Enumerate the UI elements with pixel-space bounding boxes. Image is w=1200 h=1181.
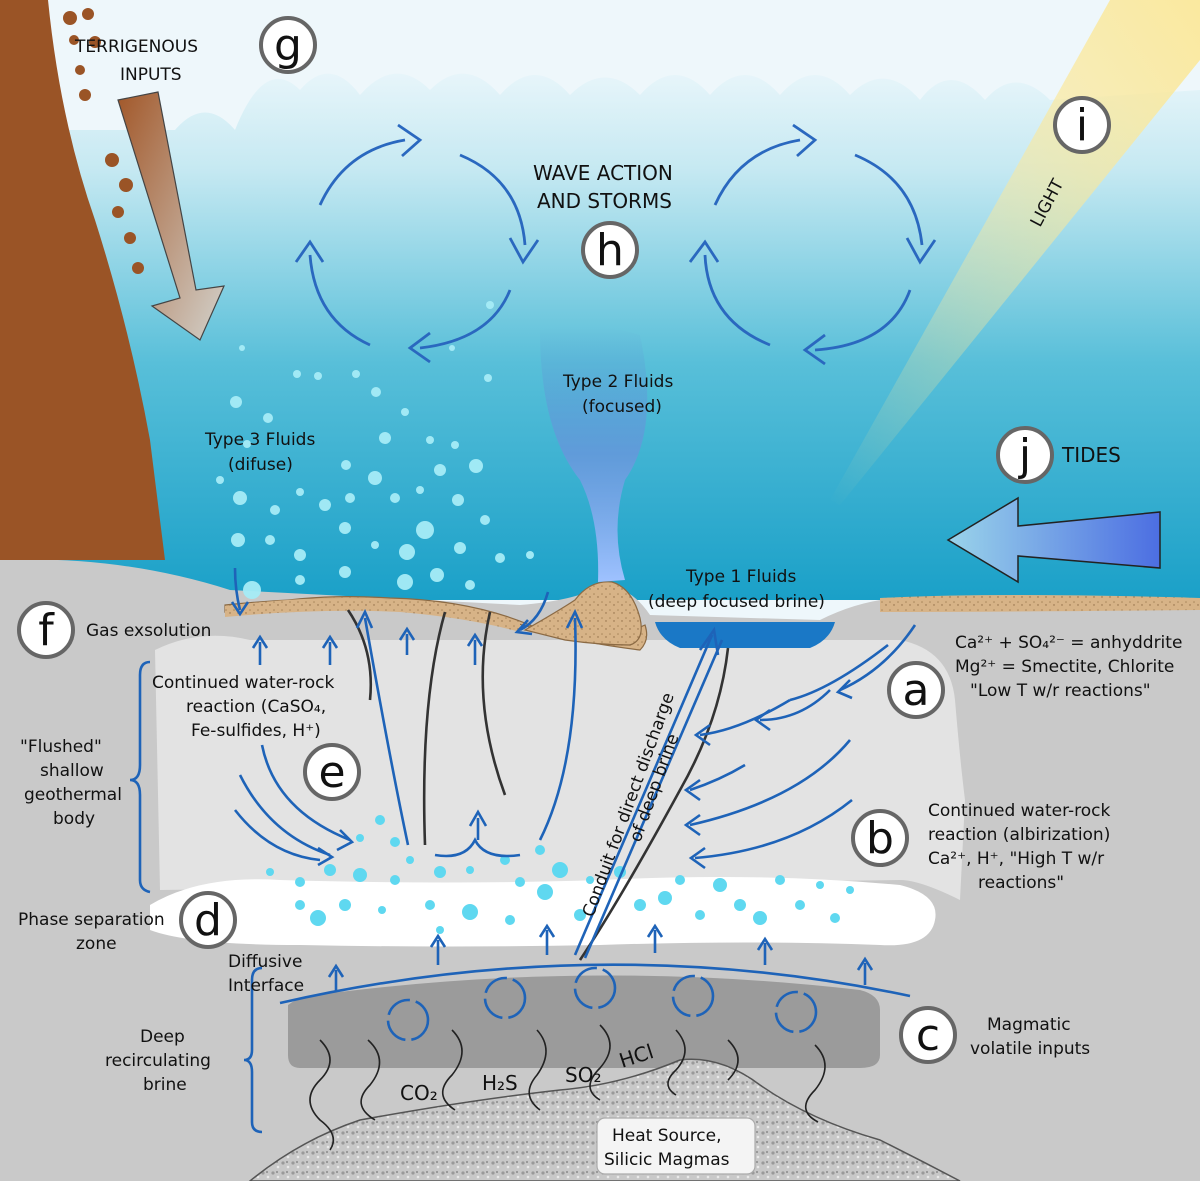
magmatic-label-1: Magmatic — [987, 1015, 1071, 1035]
heat-source-box — [596, 1117, 756, 1175]
diffusive-label-1: Diffusive — [228, 952, 302, 972]
volatile-wiggles — [309, 1024, 826, 1151]
badge-b: b — [851, 809, 909, 867]
sediment-layer-right — [880, 595, 1200, 612]
badge-e: e — [303, 743, 361, 801]
svg-text:i: i — [1076, 100, 1088, 151]
svg-text:j: j — [1018, 430, 1031, 481]
badge-h: h — [581, 221, 639, 279]
wave-cell-left — [294, 123, 540, 364]
magmatic-label-2: volatile inputs — [970, 1039, 1090, 1059]
flushed-label-4: body — [53, 809, 95, 829]
a-label-2: Mg²⁺ = Smectite, Chlorite — [955, 657, 1174, 677]
deep-label-3: brine — [143, 1075, 187, 1095]
terrigenous-label-1: TERRIGENOUS — [74, 37, 198, 57]
badge-j: j — [996, 426, 1054, 484]
a-label-1: Ca²⁺ + SO₄²⁻ = anhyddrite — [955, 633, 1182, 653]
wave-label-1: WAVE ACTION — [533, 161, 673, 185]
e-label-2: reaction (CaSO₄, — [186, 697, 326, 717]
brine-pool — [655, 622, 835, 648]
flushed-bracket — [129, 660, 151, 894]
h2s-label: H₂S — [482, 1071, 518, 1095]
flushed-zone — [155, 635, 965, 900]
svg-text:b: b — [866, 813, 894, 864]
deep-brine-band — [288, 975, 880, 1068]
terrigenous-arrow — [117, 91, 225, 341]
badge-d: d — [179, 891, 237, 949]
phase-label-2: zone — [76, 934, 117, 954]
svg-text:g: g — [274, 20, 302, 71]
terrigenous-label-2: INPUTS — [120, 65, 182, 85]
b-label-3: Ca²⁺, H⁺, "High T w/r — [928, 849, 1104, 869]
a-label-3: "Low T w/r reactions" — [970, 681, 1151, 701]
vent-mound — [523, 581, 642, 646]
deep-label-1: Deep — [140, 1027, 185, 1047]
type2-plume — [540, 326, 648, 582]
so2-label: SO₂ — [565, 1063, 601, 1087]
type3-label-1: Type 3 Fluids — [204, 430, 315, 450]
type3-label-2: (difuse) — [228, 455, 293, 475]
type1-label-1: Type 1 Fluids — [685, 567, 796, 587]
fracture-lines — [346, 609, 730, 961]
phase-separation-band — [150, 876, 936, 947]
b-label-2: reaction (albirization) — [928, 825, 1110, 845]
terrigenous-cliff — [0, 0, 165, 560]
subsurface-flow-arrows — [230, 567, 917, 1005]
badge-i: i — [1053, 96, 1111, 154]
svg-text:c: c — [916, 1010, 940, 1061]
type1-label-2: (deep focused brine) — [648, 592, 825, 612]
badge-g: g — [259, 16, 317, 74]
type2-label-1: Type 2 Fluids — [562, 372, 673, 392]
deep-label-2: recirculating — [105, 1051, 211, 1071]
co2-label: CO₂ — [400, 1081, 438, 1105]
gas-exsolution-label: Gas exsolution — [86, 621, 211, 641]
rock-fragments — [63, 8, 144, 274]
badge-f: f — [17, 601, 75, 659]
phase-bubbles — [266, 815, 854, 934]
b-label-4: reactions" — [978, 873, 1064, 893]
wave-label-2: AND STORMS — [537, 189, 672, 213]
svg-text:d: d — [194, 895, 222, 946]
e-label-1: Continued water-rock — [152, 673, 334, 693]
wave-cell-right — [688, 123, 937, 366]
svg-text:a: a — [903, 665, 930, 716]
svg-text:e: e — [318, 747, 345, 798]
tide-arrow — [946, 496, 1161, 584]
flushed-label-1: "Flushed" — [20, 737, 102, 757]
tides-label: TIDES — [1061, 443, 1121, 467]
heat-source-label-1: Heat Source, — [612, 1126, 722, 1146]
b-label-1: Continued water-rock — [928, 801, 1110, 821]
badge-a: a — [887, 661, 945, 719]
flushed-label-2: shallow — [40, 761, 104, 781]
flushed-label-3: geothermal — [24, 785, 122, 805]
type3-bubbles — [216, 301, 534, 599]
e-label-3: Fe-sulfides, H⁺) — [191, 721, 321, 741]
svg-text:f: f — [38, 605, 55, 656]
brine-convection-cells — [386, 966, 818, 1042]
badge-c: c — [899, 1006, 957, 1064]
phase-label-1: Phase separation — [18, 910, 165, 930]
diffusive-label-2: Interface — [228, 976, 304, 996]
type2-label-2: (focused) — [582, 397, 662, 417]
heat-source-label-2: Silicic Magmas — [604, 1150, 730, 1170]
sediment-strip — [225, 598, 520, 632]
deep-brine-bracket — [243, 966, 263, 1134]
svg-text:h: h — [596, 225, 624, 276]
